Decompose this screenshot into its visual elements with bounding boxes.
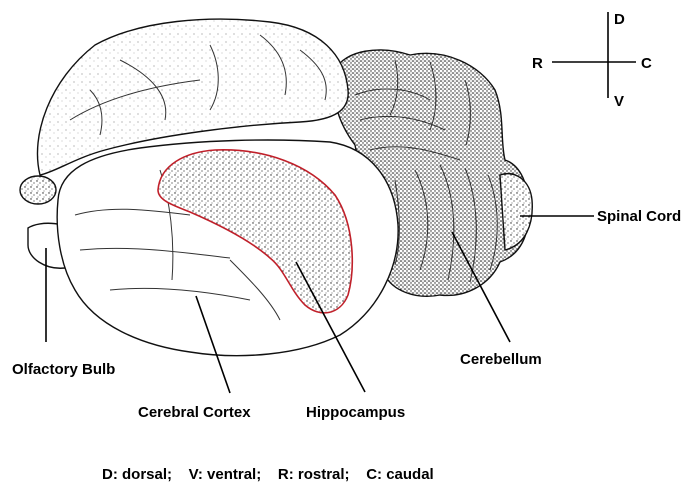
label-olfactory-bulb: Olfactory Bulb	[12, 361, 115, 378]
label-spinal-cord: Spinal Cord	[597, 208, 681, 225]
compass-rostral: R	[532, 55, 543, 72]
label-hippocampus: Hippocampus	[306, 404, 405, 421]
orientation-legend: D: dorsal; V: ventral; R: rostral; C: ca…	[102, 466, 434, 483]
orientation-compass: D V R C	[532, 11, 652, 110]
compass-ventral: V	[614, 93, 624, 110]
label-cerebral-cortex: Cerebral Cortex	[138, 404, 251, 421]
compass-dorsal: D	[614, 11, 625, 28]
compass-caudal: C	[641, 55, 652, 72]
label-cerebellum: Cerebellum	[460, 351, 542, 368]
